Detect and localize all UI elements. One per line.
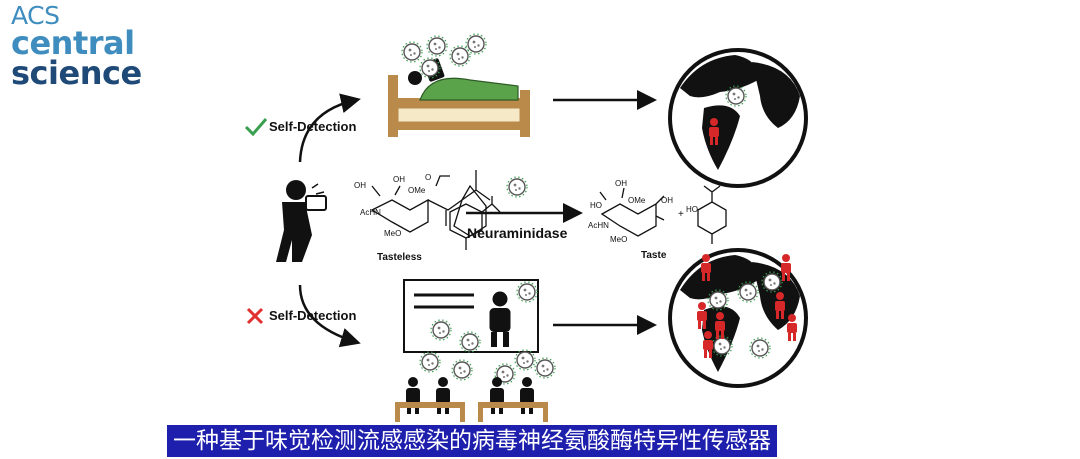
prod-oh-2: OH xyxy=(615,179,627,188)
product-molecule xyxy=(599,187,665,237)
prod-oh-3: OH xyxy=(661,196,673,205)
globe-spread xyxy=(668,248,808,388)
prod-meo: MeO xyxy=(610,235,627,244)
sneezing-person xyxy=(276,180,327,262)
cross-icon xyxy=(246,307,264,325)
acs-central-science-logo: ACS central science xyxy=(11,1,142,93)
phenol-molecule xyxy=(697,185,727,244)
prod-achn: AcHN xyxy=(588,221,609,230)
check-icon xyxy=(244,118,268,137)
self-detection-yes-label: Self-Detection xyxy=(269,119,356,134)
taste-label: Taste xyxy=(641,250,667,261)
classroom-illustration xyxy=(403,279,539,353)
curved-arrow-up xyxy=(298,93,361,163)
mol-achn: AcHN xyxy=(360,208,381,217)
subtitle-caption: 一种基于味觉检测流感感染的病毒神经氨酸酶特异性传感器 xyxy=(167,425,777,457)
substrate-molecule xyxy=(370,170,491,237)
phenol-ho: HO xyxy=(686,205,698,214)
prod-ome: OMe xyxy=(628,196,646,205)
mol-ome: OMe xyxy=(408,186,426,195)
logo-line-central: central xyxy=(11,23,135,62)
bed-illustration xyxy=(388,58,530,137)
globe-contained xyxy=(668,48,808,188)
curved-arrow-down xyxy=(298,284,361,348)
logo-line-acs: ACS xyxy=(11,1,60,30)
prod-ho: HO xyxy=(590,201,602,210)
mol-oh-1: OH xyxy=(354,181,366,190)
students xyxy=(395,377,548,422)
neuraminidase-label: Neuraminidase xyxy=(467,225,568,241)
mol-oh-2: OH xyxy=(393,175,405,184)
tasteless-label: Tasteless xyxy=(377,252,422,263)
plus-sign: + xyxy=(678,209,684,220)
self-detection-no-label: Self-Detection xyxy=(269,308,356,323)
mol-meo: MeO xyxy=(384,229,401,238)
logo-line-science: science xyxy=(11,54,142,93)
neuraminidase-virus-icon xyxy=(506,176,528,198)
mol-o: O xyxy=(425,173,431,182)
substrate-ring xyxy=(449,196,501,250)
